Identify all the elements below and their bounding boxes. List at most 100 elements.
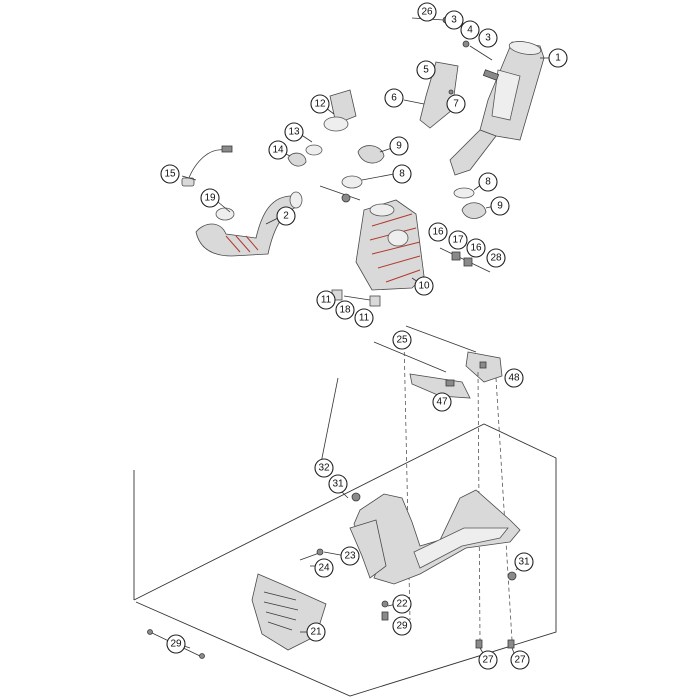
callout-4: 4 — [460, 20, 480, 40]
callout-label: 28 — [490, 253, 502, 264]
callout-8: 8 — [392, 164, 412, 184]
callout-12: 12 — [310, 94, 330, 114]
callout-28: 28 — [486, 248, 506, 268]
callout-11: 11 — [316, 290, 336, 310]
callout-29: 29 — [392, 616, 412, 636]
callout-25: 25 — [392, 330, 412, 350]
callout-label: 27 — [514, 655, 526, 666]
header-pipe-part — [195, 191, 303, 257]
bracket-part-48 — [465, 351, 503, 383]
callout-3: 3 — [478, 28, 498, 48]
callout-label: 14 — [272, 145, 284, 156]
callout-18: 18 — [335, 300, 355, 320]
callout-label: 16 — [470, 243, 482, 254]
callout-9: 9 — [389, 136, 409, 156]
screw-31-top — [351, 492, 361, 502]
callout-label: 31 — [518, 557, 530, 568]
callout-label: 12 — [314, 99, 326, 110]
spacer-stack — [331, 289, 381, 307]
callout-8: 8 — [478, 172, 498, 192]
callout-16: 16 — [428, 222, 448, 242]
callout-47: 47 — [432, 392, 452, 412]
callout-label: 27 — [482, 655, 494, 666]
callout-label: 26 — [421, 7, 433, 18]
gasket-part — [215, 207, 235, 221]
callout-label: 18 — [339, 305, 351, 316]
clamp-part-right — [453, 187, 487, 219]
callout-48: 48 — [504, 368, 524, 388]
callout-label: 9 — [396, 141, 402, 152]
callout-label: 10 — [418, 281, 430, 292]
callout-31: 31 — [514, 552, 534, 572]
callout-2: 2 — [276, 206, 296, 226]
callout-3: 3 — [444, 10, 464, 30]
callout-1: 1 — [548, 48, 568, 68]
callout-label: 5 — [423, 65, 429, 76]
callout-label: 19 — [204, 193, 216, 204]
callout-16: 16 — [466, 238, 486, 258]
callout-label: 17 — [452, 235, 464, 246]
callout-label: 23 — [344, 551, 356, 562]
rubber-part — [451, 251, 461, 261]
callout-label: 22 — [396, 599, 408, 610]
callout-14: 14 — [268, 140, 288, 160]
callout-label: 11 — [321, 295, 332, 306]
callout-9: 9 — [490, 196, 510, 216]
exhaust-pipe-collar — [287, 89, 357, 167]
callout-23: 23 — [340, 546, 360, 566]
callout-26: 26 — [417, 2, 437, 22]
callout-label: 11 — [359, 313, 370, 324]
callout-17: 17 — [448, 230, 468, 250]
callout-label: 47 — [436, 397, 448, 408]
washer-22 — [381, 600, 389, 608]
nut-part — [341, 193, 351, 203]
callout-label: 3 — [485, 33, 491, 44]
callout-27: 27 — [510, 650, 530, 670]
callout-31: 31 — [328, 474, 348, 494]
muffler-part — [449, 41, 545, 176]
callout-27: 27 — [478, 650, 498, 670]
callout-15: 15 — [160, 164, 180, 184]
callout-label: 9 — [497, 201, 503, 212]
callout-label: 3 — [451, 15, 457, 26]
callout-label: 31 — [332, 479, 344, 490]
callout-5: 5 — [416, 60, 436, 80]
callout-label: 29 — [396, 621, 408, 632]
callout-label: 21 — [310, 627, 322, 638]
screw-27-left — [475, 639, 483, 649]
callout-7: 7 — [446, 94, 466, 114]
callout-label: 6 — [391, 93, 397, 104]
callout-32: 32 — [314, 458, 334, 478]
clamp-part — [341, 145, 385, 189]
callout-label: 24 — [318, 563, 330, 574]
callout-label: 8 — [399, 169, 405, 180]
heat-shield-part — [403, 61, 459, 129]
assembly-frame — [133, 423, 557, 697]
callout-10: 10 — [414, 276, 434, 296]
screw-31-bottom — [507, 571, 517, 581]
alignment-line-3 — [495, 377, 513, 641]
callout-24: 24 — [314, 558, 334, 578]
callout-label: 8 — [485, 177, 491, 188]
callout-21: 21 — [306, 622, 326, 642]
callout-11: 11 — [354, 308, 374, 328]
callout-29: 29 — [166, 634, 186, 654]
callout-label: 29 — [170, 639, 182, 650]
long-screw-part — [405, 325, 477, 353]
skid-plate-part — [349, 489, 521, 585]
screw-27-right — [507, 639, 515, 649]
callout-19: 19 — [200, 188, 220, 208]
callout-label: 1 — [555, 53, 561, 64]
bracket-part-47 — [409, 373, 471, 399]
callout-6: 6 — [384, 88, 404, 108]
callout-label: 48 — [508, 373, 520, 384]
callout-label: 2 — [283, 211, 289, 222]
callout-22: 22 — [392, 594, 412, 614]
callout-label: 13 — [288, 127, 300, 138]
pre-muffler-box-part — [355, 199, 425, 291]
callout-label: 15 — [164, 169, 176, 180]
long-screw-part-2 — [373, 341, 447, 373]
callout-label: 25 — [396, 335, 408, 346]
rubber-part-2 — [463, 257, 473, 267]
